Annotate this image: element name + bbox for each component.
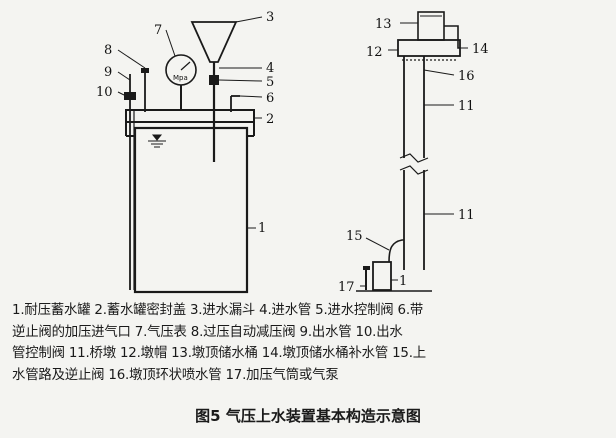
apparatus-diagram: Mpa 3 4 5 6 2 1 7 (96, 10, 489, 295)
label-10: 10 (96, 85, 113, 100)
right-leader-lines (360, 22, 468, 287)
pressure-storage-tank (133, 126, 249, 294)
label-7: 7 (154, 23, 162, 38)
bridge-pier (399, 56, 429, 270)
label-1-ground: 1 (399, 274, 407, 289)
water-level-mark (148, 134, 166, 148)
supply-pipe-check-valve (388, 239, 404, 263)
label-17: 17 (338, 280, 355, 295)
left-leader-lines (117, 16, 263, 229)
label-2: 2 (266, 112, 274, 127)
label-5: 5 (266, 75, 274, 90)
legend-line: 水管路及逆止阀 16.墩顶环状喷水管 17.加压气筒或气泵 (12, 367, 339, 383)
inlet-funnel (190, 21, 238, 63)
label-8: 8 (104, 43, 112, 58)
inlet-control-valve (209, 75, 219, 85)
label-6: 6 (266, 91, 274, 106)
legend-line: 1.耐压蓄水罐 2.蓄水罐密封盖 3.进水漏斗 4.进水管 5.进水控制阀 6.… (12, 303, 424, 318)
pressure-tank-assembly: Mpa 3 4 5 6 2 1 7 (96, 10, 274, 294)
bridge-pier-assembly: 13 12 14 16 11 11 15 1 17 (338, 11, 489, 295)
label-12: 12 (366, 45, 383, 60)
label-14: 14 (472, 42, 489, 57)
label-15: 15 (346, 229, 363, 244)
label-11-upper: 11 (458, 99, 475, 114)
pier-cap (397, 39, 461, 57)
label-9: 9 (104, 65, 112, 80)
label-3: 3 (266, 10, 274, 25)
gauge-unit: Mpa (173, 74, 188, 82)
ground-pressure-tank (372, 261, 392, 291)
air-pump (363, 266, 370, 270)
bucket-refill-pipe (444, 25, 460, 49)
pressure-gauge: Mpa (165, 54, 197, 110)
label-16: 16 (458, 69, 475, 84)
tank-sealing-lid (125, 109, 255, 123)
legend-line: 逆止阀的加压进气口 7.气压表 8.过压自动减压阀 9.出水管 10.出水 (12, 324, 403, 340)
label-13: 13 (375, 17, 392, 32)
label-11-lower: 11 (458, 208, 475, 223)
outlet-control-valve (124, 92, 136, 100)
figure-caption: 图5 气压上水装置基本构造示意图 (195, 407, 421, 425)
parts-legend: 1.耐压蓄水罐 2.蓄水罐密封盖 3.进水漏斗 4.进水管 5.进水控制阀 6.… (12, 300, 608, 386)
label-1: 1 (258, 221, 266, 236)
label-4: 4 (266, 61, 274, 76)
legend-line: 管控制阀 11.桥墩 12.墩帽 13.墩顶储水桶 14.墩顶储水桶补水管 15… (12, 346, 426, 361)
